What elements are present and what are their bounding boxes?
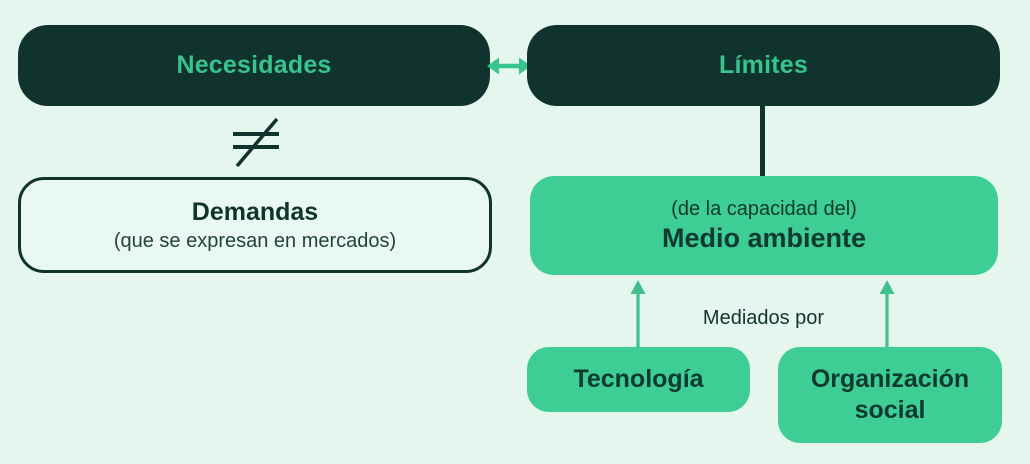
node-organizacion-social: Organización social — [778, 347, 1002, 443]
node-necesidades: Necesidades — [18, 25, 490, 106]
demandas-subtitle: (que se expresan en mercados) — [113, 230, 397, 252]
up-arrow-icon — [630, 280, 646, 348]
node-medio-ambiente: (de la capacidad del) Medio ambiente — [530, 176, 998, 275]
limites-label: Límites — [719, 51, 808, 79]
bidirectional-arrow-icon — [487, 57, 531, 75]
mediados-por-label: Mediados por — [702, 307, 825, 329]
node-demandas: Demandas (que se expresan en mercados) — [18, 177, 492, 273]
demandas-title: Demandas — [191, 198, 319, 226]
medio-ambiente-qualifier: (de la capacidad del) — [671, 197, 857, 220]
not-equal-icon — [233, 117, 279, 168]
medio-ambiente-title: Medio ambiente — [661, 222, 867, 253]
tecnologia-label: Tecnología — [573, 365, 704, 393]
up-arrow-icon — [879, 280, 895, 348]
organizacion-social-label: Organización social — [810, 364, 970, 424]
node-limites: Límites — [527, 25, 1000, 106]
necesidades-label: Necesidades — [176, 51, 332, 79]
limites-medioambiente-connector-line — [760, 106, 765, 177]
node-tecnologia: Tecnología — [527, 347, 750, 412]
